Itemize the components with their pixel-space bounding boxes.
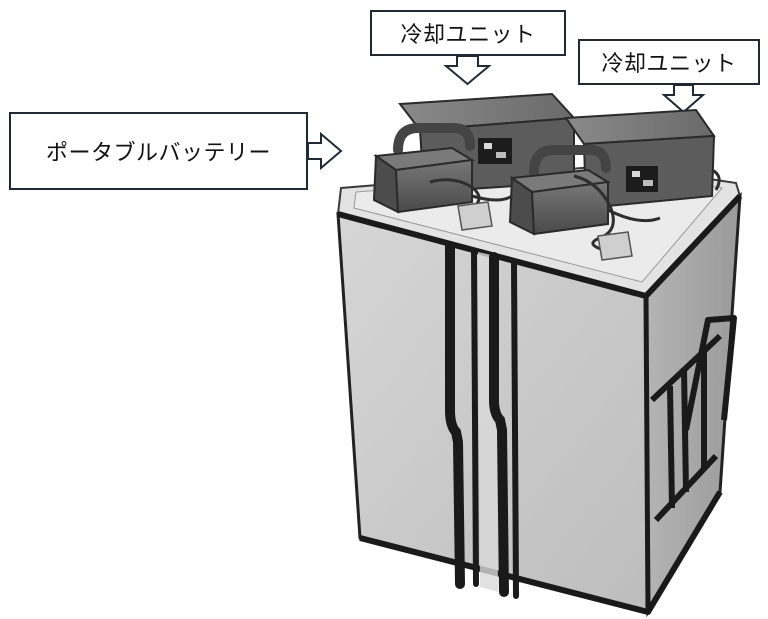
portable-battery-label: ポータブルバッテリー <box>9 112 308 190</box>
cooling-unit-label-left: 冷却ユニット <box>370 10 566 56</box>
portable-battery-right <box>508 145 611 236</box>
portable-battery-label-text: ポータブルバッテリー <box>45 141 271 166</box>
right-arrow-icon <box>307 131 343 171</box>
side-handle-straps <box>649 315 737 523</box>
down-arrow-icon <box>661 84 706 114</box>
down-arrow-icon <box>443 55 492 86</box>
cables <box>429 168 721 252</box>
cooling-unit-label-left-text: 冷却ユニット <box>400 23 536 48</box>
front-straps <box>445 241 519 599</box>
cooling-unit-right <box>564 108 716 210</box>
portable-battery-left <box>372 123 475 214</box>
cooling-unit-label-right-text: 冷却ユニット <box>601 52 737 77</box>
cooling-unit-label-right: 冷却ユニット <box>578 39 760 85</box>
